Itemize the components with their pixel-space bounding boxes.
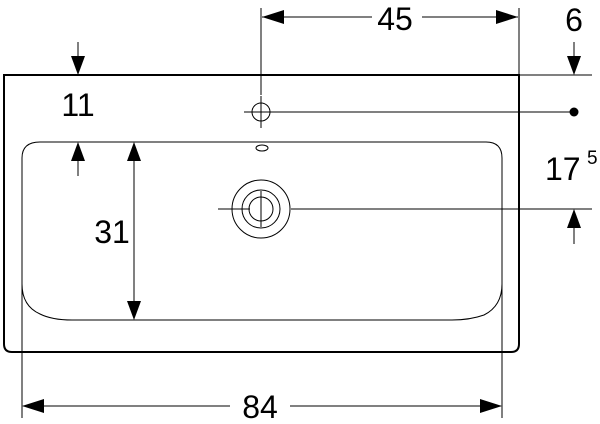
dimension-17-superscript: 5	[587, 148, 598, 169]
dimension-6: 6	[278, 2, 592, 117]
dimension-17-label: 17	[545, 151, 581, 187]
dimension-45-label: 45	[377, 1, 413, 37]
dimension-45: 45	[260, 1, 520, 95]
basin-bowl-outline	[21, 141, 503, 321]
dimension-31: 31	[94, 142, 141, 320]
drain	[218, 179, 291, 239]
tap-hole	[244, 96, 278, 128]
dimension-11: 11	[61, 42, 95, 176]
dimension-6-label: 6	[565, 2, 583, 38]
dimension-84: 84	[21, 282, 503, 424]
dimension-11-label: 11	[61, 87, 94, 123]
svg-text:17: 17	[545, 151, 581, 187]
dimension-17-5: 17 5	[291, 148, 598, 244]
basin-outer-outline	[3, 74, 520, 353]
dimension-84-label: 84	[242, 389, 278, 424]
overflow-slot	[255, 144, 269, 152]
dimension-31-label: 31	[94, 214, 130, 250]
